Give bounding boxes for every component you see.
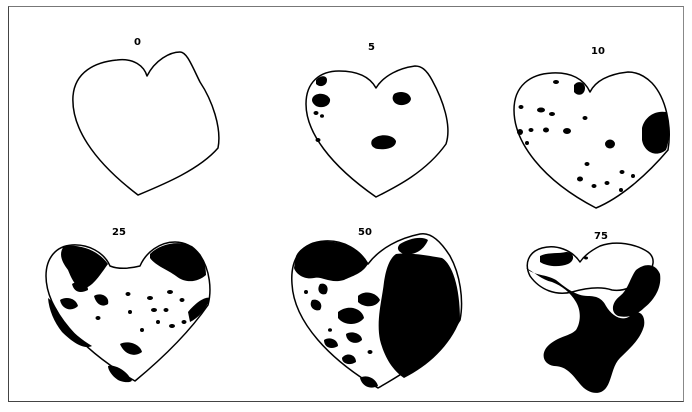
spots — [526, 252, 660, 393]
heart-outline — [306, 66, 448, 197]
panel-75: 75 — [526, 231, 660, 393]
panel-label: 0 — [134, 37, 141, 48]
heart-outline — [73, 52, 219, 195]
spots — [517, 80, 669, 192]
spots — [48, 243, 210, 382]
panel-50: 50 — [292, 227, 462, 388]
panel-label: 50 — [358, 227, 372, 238]
panel-5: 5 — [306, 42, 448, 197]
spots — [294, 238, 460, 388]
panel-label: 10 — [591, 46, 605, 57]
panel-label: 5 — [368, 42, 375, 53]
panel-label: 75 — [594, 231, 608, 242]
spots — [312, 76, 411, 149]
panel-0: 0 — [73, 37, 219, 195]
panel-25: 25 — [46, 227, 210, 382]
panel-label: 25 — [112, 227, 126, 238]
panel-10: 10 — [514, 46, 669, 208]
